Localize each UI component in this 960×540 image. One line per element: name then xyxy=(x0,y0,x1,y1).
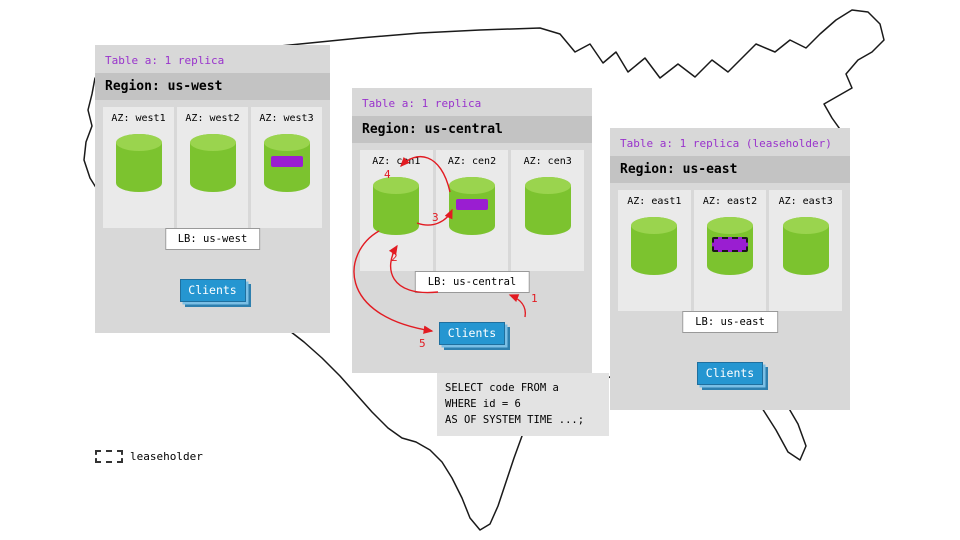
table-replica-label: Table a: 1 replica (leaseholder) xyxy=(620,137,832,150)
database-cylinder xyxy=(449,177,495,235)
step-number-4: 4 xyxy=(384,168,391,181)
az-label: AZ: west3 xyxy=(259,113,314,124)
az-label: AZ: west2 xyxy=(185,113,240,124)
az-row: AZ: east1 AZ: east2 AZ: east3 xyxy=(618,190,843,311)
az-label: AZ: east3 xyxy=(778,196,833,207)
cylinder-top xyxy=(631,217,678,234)
cylinder-top xyxy=(449,177,495,194)
cylinder-top xyxy=(782,217,829,234)
legend-label: leaseholder xyxy=(130,450,203,463)
az-column-east2: AZ: east2 xyxy=(693,190,767,311)
az-column-west3: AZ: west3 xyxy=(251,107,322,228)
cylinder-top xyxy=(524,177,571,194)
region-panel-us-central: Table a: 1 replica Region: us-central AZ… xyxy=(352,88,592,373)
region-title: Region: us-east xyxy=(610,156,850,183)
region-panel-us-west: Table a: 1 replica Region: us-west AZ: w… xyxy=(95,45,330,333)
replica-band xyxy=(270,156,303,167)
database-cylinder xyxy=(782,217,829,275)
step-number-3: 3 xyxy=(432,211,439,224)
database-cylinder xyxy=(115,134,162,192)
az-row: AZ: west1 AZ: west2 AZ: west3 xyxy=(103,107,322,228)
load-balancer-us-east: LB: us-east xyxy=(682,311,778,333)
region-title: Region: us-west xyxy=(95,73,330,100)
leaseholder-swatch-icon xyxy=(95,450,123,463)
cylinder-top xyxy=(707,217,753,234)
clients-button-us-east[interactable]: Clients xyxy=(697,362,763,385)
az-label: AZ: east2 xyxy=(702,196,758,207)
az-column-east3: AZ: east3 xyxy=(769,190,843,311)
leaseholder-legend: leaseholder xyxy=(95,450,203,463)
az-label: AZ: west1 xyxy=(111,113,166,124)
az-column-east1: AZ: east1 xyxy=(618,190,691,311)
database-cylinder xyxy=(631,217,678,275)
step-number-5: 5 xyxy=(419,337,426,350)
az-label: AZ: cen1 xyxy=(372,156,421,167)
cylinder-top xyxy=(263,134,310,151)
sql-line: WHERE id = 6 xyxy=(445,397,521,410)
az-column-west2: AZ: west2 xyxy=(177,107,248,228)
database-cylinder xyxy=(263,134,310,192)
az-column-cen2: AZ: cen2 xyxy=(435,150,509,271)
region-title: Region: us-central xyxy=(352,116,592,143)
az-column-cen3: AZ: cen3 xyxy=(511,150,585,271)
replica-band xyxy=(456,199,488,210)
clients-button-us-central[interactable]: Clients xyxy=(439,322,505,345)
database-cylinder xyxy=(707,217,753,275)
sql-line: SELECT code FROM a xyxy=(445,382,559,394)
sql-line: AS OF SYSTEM TIME ...; xyxy=(445,413,585,426)
az-label: AZ: cen2 xyxy=(447,156,497,167)
load-balancer-us-west: LB: us-west xyxy=(164,228,261,250)
az-column-west1: AZ: west1 xyxy=(103,107,174,228)
cylinder-top xyxy=(115,134,162,151)
database-cylinder xyxy=(524,177,571,235)
cylinder-top xyxy=(189,134,236,151)
table-replica-label: Table a: 1 replica xyxy=(362,97,482,110)
sql-query-box: SELECT code FROM a WHERE id = 6 AS OF SY… xyxy=(437,373,609,437)
clients-button-us-west[interactable]: Clients xyxy=(179,279,246,302)
az-label: AZ: east1 xyxy=(627,196,682,207)
database-cylinder xyxy=(373,177,420,235)
leaseholder-band xyxy=(712,237,748,252)
step-number-1: 1 xyxy=(531,292,538,305)
az-label: AZ: cen3 xyxy=(523,156,572,167)
cylinder-top xyxy=(373,177,420,194)
database-cylinder xyxy=(189,134,236,192)
table-replica-label: Table a: 1 replica xyxy=(105,54,225,67)
region-panel-us-east: Table a: 1 replica (leaseholder) Region:… xyxy=(610,128,850,410)
load-balancer-us-central: LB: us-central xyxy=(414,271,530,293)
step-number-2: 2 xyxy=(391,251,398,264)
